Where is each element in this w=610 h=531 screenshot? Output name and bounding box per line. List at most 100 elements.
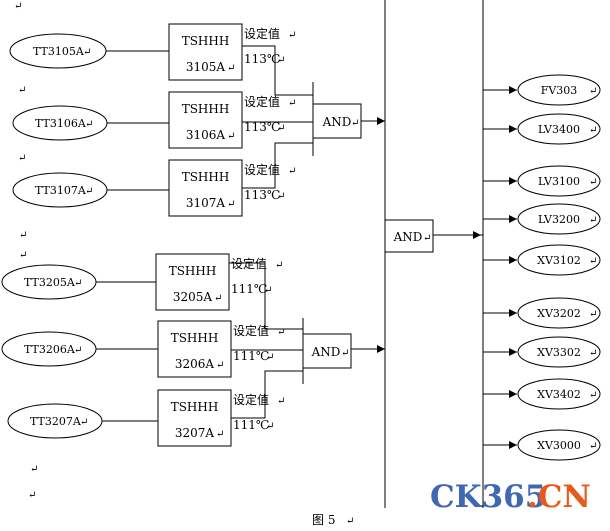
output-label-3: LV3200 xyxy=(538,213,580,226)
switch-box-0 xyxy=(168,23,243,81)
output-mark-1: ↵ xyxy=(589,125,597,136)
switch-0-to-gate1-line xyxy=(242,45,313,96)
switch-mark-3: ↵ xyxy=(214,293,222,304)
setpoint-label-mark-1: ↵ xyxy=(288,98,296,109)
output-oval-1 xyxy=(517,113,601,145)
output-oval-4 xyxy=(517,244,601,276)
output-label-1: LV3400 xyxy=(538,123,580,136)
setpoint-value-1: 113℃ xyxy=(244,120,280,134)
paragraph-mark-3: ↵ xyxy=(19,230,27,241)
setpoint-value-mark-1: ↵ xyxy=(277,123,285,134)
setpoint-label-1: 设定值 xyxy=(244,94,280,109)
output-label-6: XV3302 xyxy=(537,346,581,359)
output-arrow-5 xyxy=(509,309,517,317)
output-arrow-4 xyxy=(509,256,517,264)
setpoint-value-5: 111℃ xyxy=(233,418,269,432)
final-gate-mark: ↵ xyxy=(423,233,431,244)
setpoint-label-mark-2: ↵ xyxy=(288,166,296,177)
output-mark-0: ↵ xyxy=(589,86,597,97)
setpoint-label-2: 设定值 xyxy=(244,162,280,177)
switch-tag-2: TSHHH xyxy=(182,170,230,184)
switch-box-2 xyxy=(168,159,243,217)
output-mark-8: ↵ xyxy=(589,441,597,452)
switch-tag-3: TSHHH xyxy=(169,264,217,278)
diagram-text: TT3105A↵TT3106A↵TT3107A↵TT3205A↵TT3206A↵… xyxy=(14,1,597,527)
gate2-box xyxy=(302,333,352,369)
switch-box-5 xyxy=(157,389,232,447)
switch-tag-1: TSHHH xyxy=(182,102,230,116)
output-mark-6: ↵ xyxy=(589,348,597,359)
watermark-ck365: CK365 xyxy=(430,479,546,515)
transmitter-label-0: TT3105A xyxy=(33,45,85,58)
gate1-label: AND xyxy=(322,115,352,129)
gate1-arrow xyxy=(377,117,385,125)
output-mark-5: ↵ xyxy=(589,309,597,320)
output-oval-7 xyxy=(517,378,601,410)
transmitter-mark-1: ↵ xyxy=(85,119,93,130)
output-label-7: XV3402 xyxy=(537,388,581,401)
setpoint-label-3: 设定值 xyxy=(231,256,267,271)
paragraph-mark-5: ↵ xyxy=(30,464,38,475)
transmitter-label-4: TT3206A xyxy=(24,343,76,356)
switch-mark-2: ↵ xyxy=(227,199,235,210)
diagram-shapes xyxy=(1,23,601,461)
output-mark-7: ↵ xyxy=(589,390,597,401)
setpoint-value-3: 111℃ xyxy=(231,282,267,296)
output-label-2: LV3100 xyxy=(538,175,580,188)
watermark-cn: .CN xyxy=(527,479,591,515)
setpoint-value-mark-4: ↵ xyxy=(266,352,274,363)
setpoint-value-0: 113℃ xyxy=(244,52,280,66)
output-oval-3 xyxy=(517,203,601,235)
transmitter-label-1: TT3106A xyxy=(35,117,87,130)
final-gate-arrow xyxy=(473,231,481,239)
switch-mark-1: ↵ xyxy=(227,131,235,142)
output-mark-2: ↵ xyxy=(589,177,597,188)
setpoint-value-mark-0: ↵ xyxy=(277,55,285,66)
gate2-label: AND xyxy=(311,345,341,359)
transmitter-mark-2: ↵ xyxy=(85,186,93,197)
output-arrow-8 xyxy=(509,441,517,449)
transmitter-oval-1 xyxy=(12,105,108,141)
transmitter-label-5: TT3207A xyxy=(30,415,82,428)
setpoint-value-mark-5: ↵ xyxy=(266,421,274,432)
paragraph-mark-1: ↵ xyxy=(18,85,26,96)
transmitter-mark-4: ↵ xyxy=(74,345,82,356)
output-oval-2 xyxy=(517,165,601,197)
switch-tag-4: TSHHH xyxy=(171,331,219,345)
switch-mark-0: ↵ xyxy=(227,63,235,74)
transmitter-mark-3: ↵ xyxy=(74,278,82,289)
switch-3-to-gate2-line xyxy=(229,262,303,330)
setpoint-label-4: 设定值 xyxy=(233,323,269,338)
switch-number-0: 3105A xyxy=(186,60,226,74)
switch-5-to-gate2-line xyxy=(231,370,303,419)
transmitter-label-2: TT3107A xyxy=(35,184,87,197)
output-arrow-6 xyxy=(509,348,517,356)
switch-number-3: 3205A xyxy=(173,290,213,304)
figure-caption: 图 5 xyxy=(312,513,335,527)
setpoint-label-mark-0: ↵ xyxy=(288,30,296,41)
setpoint-value-mark-3: ↵ xyxy=(264,285,272,296)
output-oval-5 xyxy=(517,297,601,329)
output-oval-6 xyxy=(517,336,601,368)
switch-mark-4: ↵ xyxy=(216,360,224,371)
output-oval-8 xyxy=(517,429,601,461)
transmitter-oval-2 xyxy=(12,172,108,208)
paragraph-mark-6: ↵ xyxy=(28,490,36,501)
paragraph-mark-4: ↵ xyxy=(19,250,27,261)
setpoint-value-4: 111℃ xyxy=(233,349,269,363)
output-oval-0 xyxy=(517,74,601,106)
switch-tag-0: TSHHH xyxy=(182,34,230,48)
switch-tag-5: TSHHH xyxy=(171,400,219,414)
output-label-0: FV303 xyxy=(541,84,578,97)
setpoint-label-mark-4: ↵ xyxy=(277,327,285,338)
setpoint-label-0: 设定值 xyxy=(244,26,280,41)
setpoint-value-mark-2: ↵ xyxy=(277,191,285,202)
setpoint-label-mark-5: ↵ xyxy=(277,396,285,407)
output-label-4: XV3102 xyxy=(537,254,581,267)
paragraph-mark-2: ↵ xyxy=(18,153,26,164)
output-arrow-7 xyxy=(509,390,517,398)
output-label-5: XV3202 xyxy=(537,307,581,320)
switch-mark-5: ↵ xyxy=(216,429,224,440)
transmitter-mark-5: ↵ xyxy=(80,417,88,428)
